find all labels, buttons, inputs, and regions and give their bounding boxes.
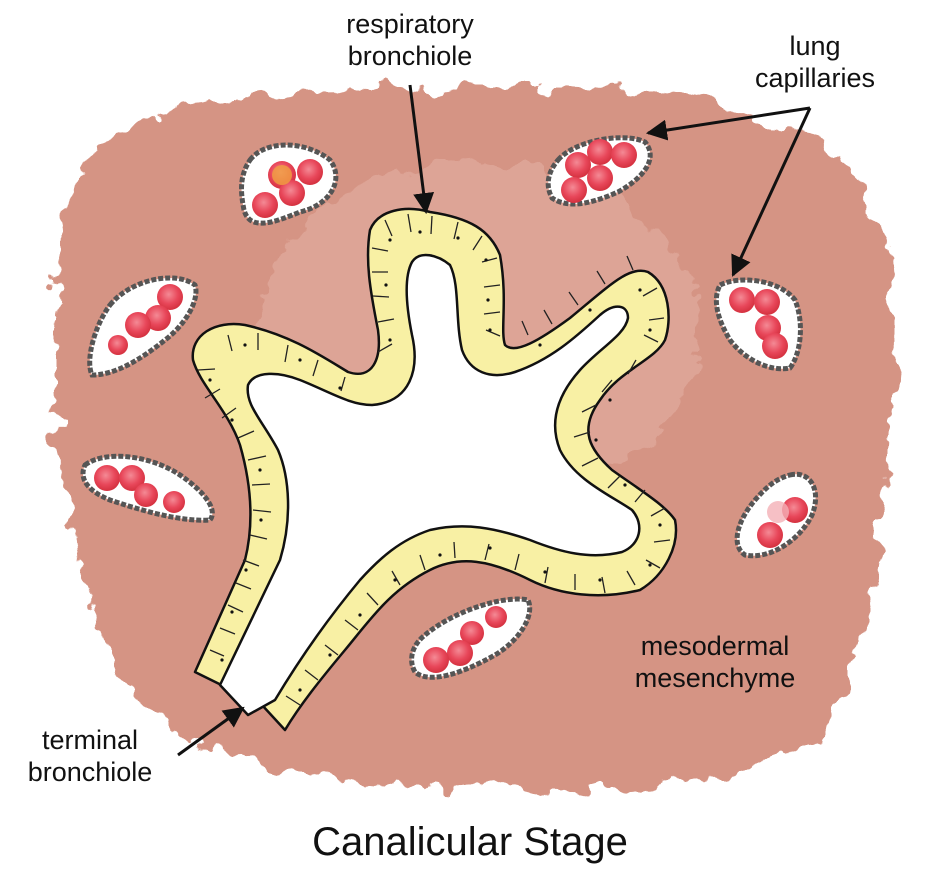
respiratory-bronchiole-label-line2: bronchiole [347, 41, 473, 72]
terminal-bronchiole-label-line1: terminal [41, 725, 139, 755]
lung-capillaries [80, 135, 819, 680]
mesodermal-mesenchyme-label-line1: mesodermal [640, 631, 790, 661]
pointer-arrows [177, 84, 812, 757]
respiratory-bronchiole-label: respiratory bronchiole [320, 8, 500, 73]
lung-capillaries-arrow-upper [645, 106, 811, 141]
capillary [409, 596, 533, 680]
mesodermal-mesenchyme-label-line2: mesenchyme [634, 663, 796, 694]
lung-capillaries-arrow-lower [731, 107, 812, 277]
lung-capillaries-label-line1: lung [789, 31, 841, 61]
lung-capillaries-label: lung capillaries [730, 30, 900, 95]
respiratory-bronchiole-arrow [408, 84, 435, 215]
terminal-bronchiole-label-line2: bronchiole [27, 757, 153, 788]
lung-capillaries-label-line2: capillaries [754, 63, 876, 94]
figure-title: Canalicular Stage [312, 820, 628, 864]
mesodermal-mesenchyme-label: mesodermal mesenchyme [600, 630, 830, 695]
capillary [87, 275, 199, 378]
capillary [734, 471, 819, 559]
capillary [713, 277, 803, 372]
terminal-bronchiole-arrow [177, 706, 245, 757]
terminal-bronchiole-label: terminal bronchiole [0, 724, 180, 789]
respiratory-bronchiole-label-line1: respiratory [346, 9, 474, 39]
bronchiole-epithelium [191, 207, 678, 732]
capillary [239, 142, 339, 226]
capillary [80, 453, 215, 523]
capillary [545, 135, 653, 207]
